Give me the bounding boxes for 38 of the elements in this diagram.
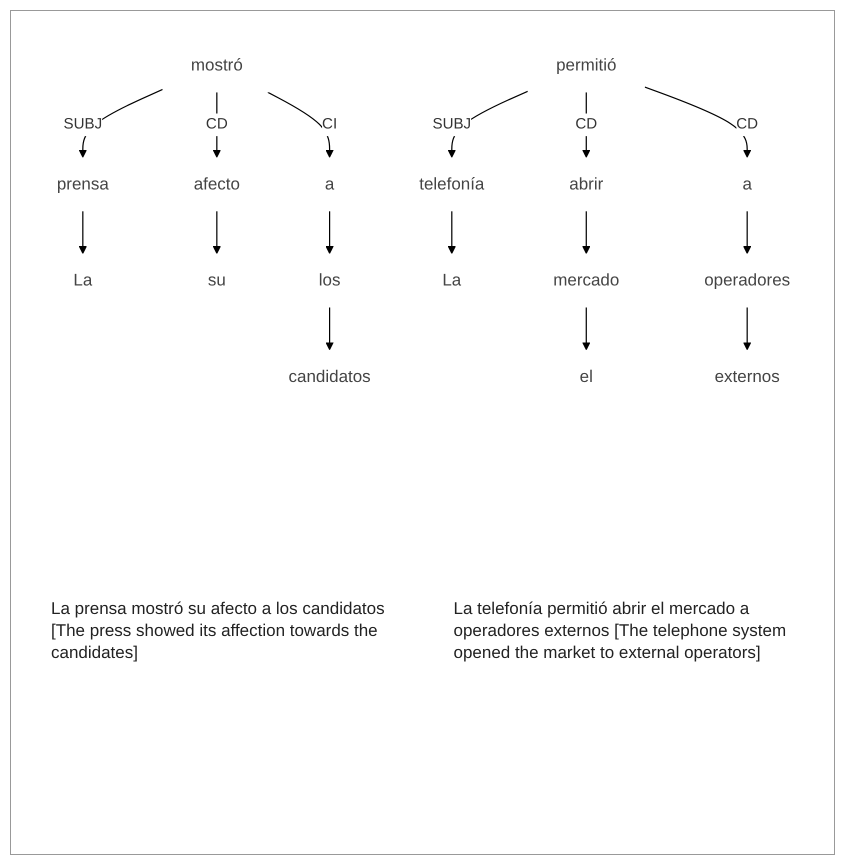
node-text: mostró xyxy=(190,56,243,74)
translation-note: La prensa mostró su afecto a los candidatos [The press showed its affection towards the candidates] xyxy=(51,598,386,664)
node-text: telefonía xyxy=(419,174,484,194)
edge-label: CD xyxy=(575,116,598,132)
node-text: su xyxy=(208,270,226,290)
node-text: a xyxy=(742,174,752,194)
arrow xyxy=(743,211,752,254)
arrow xyxy=(582,211,590,254)
node-text: La xyxy=(442,270,462,290)
node-text: candidatos xyxy=(288,366,371,386)
arrow xyxy=(212,211,221,254)
arrow xyxy=(268,92,334,158)
arrow xyxy=(644,86,752,158)
node-text: externos xyxy=(714,366,780,386)
node-text: afecto xyxy=(194,174,240,194)
node-text: a xyxy=(324,174,334,194)
translation-note: La telefonía permitió abrir el mercado a operadores externos [The telephone system opened the market to external operators] xyxy=(454,598,788,664)
node-text: La xyxy=(73,270,92,290)
node-text: prensa xyxy=(56,174,109,194)
node-text: los xyxy=(318,270,340,290)
edge-label: CD xyxy=(206,116,228,132)
arrow xyxy=(582,92,590,158)
node-text: mercado xyxy=(553,270,620,290)
arrow xyxy=(325,211,334,254)
arrow xyxy=(212,92,221,158)
edge-label: SUBJ xyxy=(432,116,472,132)
edge-label: CI xyxy=(322,116,338,132)
node-text: operadores xyxy=(704,270,790,290)
edge-label: CD xyxy=(736,116,758,132)
arrow xyxy=(325,307,334,350)
arrow xyxy=(78,211,87,254)
node-text: el xyxy=(580,366,593,386)
node-text: abrir xyxy=(569,174,604,194)
arrow xyxy=(743,307,752,350)
arrow xyxy=(582,307,590,350)
arrow xyxy=(448,211,456,254)
node-text: permitió xyxy=(556,56,616,74)
edge-label: SUBJ xyxy=(64,116,102,132)
